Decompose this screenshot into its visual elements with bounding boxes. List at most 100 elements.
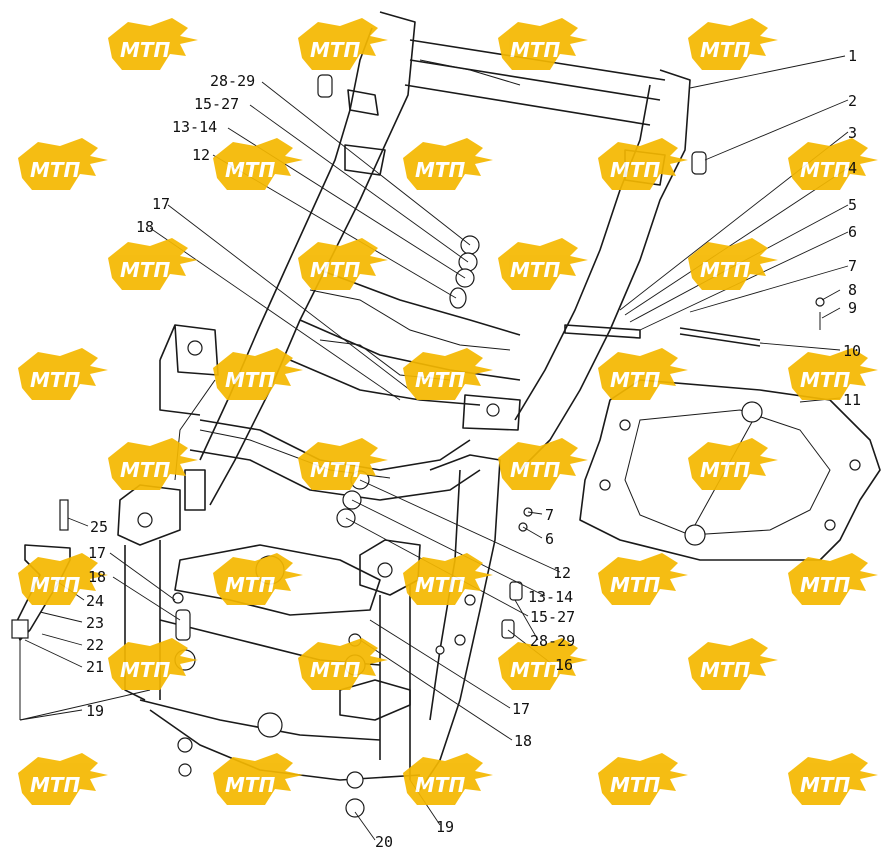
svg-text:МТП: МТП	[510, 38, 561, 62]
callout-23: 23	[86, 614, 104, 632]
callout-25: 25	[90, 518, 108, 536]
mtp-logo-icon: МТП	[788, 753, 878, 805]
callout-6-lower: 6	[545, 530, 554, 548]
svg-text:МТП: МТП	[510, 458, 561, 482]
watermark-layer: МТП МТП МТП МТП МТП МТП МТП МТП МТП МТП МТП МТП МТП М…	[18, 18, 878, 805]
svg-text:МТП: МТП	[610, 158, 661, 182]
mtp-logo-icon: МТП	[498, 238, 588, 290]
svg-text:МТП: МТП	[800, 158, 851, 182]
svg-text:МТП: МТП	[225, 368, 276, 392]
svg-text:МТП: МТП	[415, 573, 466, 597]
svg-text:МТП: МТП	[700, 658, 751, 682]
svg-text:МТП: МТП	[415, 158, 466, 182]
mtp-logo-icon: МТП	[108, 238, 198, 290]
mtp-logo-icon: МТП	[788, 553, 878, 605]
callout-17-mid: 17	[512, 700, 530, 718]
svg-text:МТП: МТП	[310, 258, 361, 282]
callout-7-lower: 7	[545, 506, 554, 524]
callout-5: 5	[848, 196, 857, 214]
callout-28-29-lower: 28-29	[530, 632, 575, 650]
svg-text:МТП: МТП	[700, 38, 751, 62]
mtp-logo-icon: МТП	[403, 553, 493, 605]
mtp-logo-icon: МТП	[18, 753, 108, 805]
svg-text:МТП: МТП	[310, 658, 361, 682]
callout-18-mid: 18	[514, 732, 532, 750]
mtp-logo-icon: МТП	[498, 438, 588, 490]
svg-text:МТП: МТП	[800, 368, 851, 392]
svg-text:МТП: МТП	[225, 573, 276, 597]
mtp-logo-icon: МТП	[108, 438, 198, 490]
callout-11: 11	[843, 391, 861, 409]
svg-text:МТП: МТП	[30, 773, 81, 797]
svg-text:МТП: МТП	[415, 773, 466, 797]
callout-7: 7	[848, 257, 857, 275]
mtp-logo-icon: МТП	[598, 348, 688, 400]
callout-6: 6	[848, 223, 857, 241]
mtp-logo-icon: МТП	[298, 638, 388, 690]
callout-1: 1	[848, 47, 857, 65]
mtp-logo-icon: МТП	[498, 638, 588, 690]
svg-text:МТП: МТП	[120, 658, 171, 682]
mtp-logo-icon: МТП	[18, 138, 108, 190]
callout-16: 16	[555, 656, 573, 674]
callout-19-right: 19	[436, 818, 454, 836]
mtp-logo-icon: МТП	[788, 348, 878, 400]
callout-18-upper: 18	[136, 218, 154, 236]
svg-text:МТП: МТП	[310, 38, 361, 62]
callout-15-27-lower: 15-27	[530, 608, 575, 626]
svg-text:МТП: МТП	[225, 773, 276, 797]
callout-21: 21	[86, 658, 104, 676]
mtp-logo-icon: МТП	[688, 18, 778, 70]
svg-text:МТП: МТП	[700, 258, 751, 282]
callout-17-left: 17	[88, 544, 106, 562]
mtp-logo-icon: МТП	[18, 553, 108, 605]
mtp-logo-icon: МТП	[598, 553, 688, 605]
svg-text:МТП: МТП	[30, 573, 81, 597]
leader-lines	[19, 55, 849, 841]
svg-text:МТП: МТП	[700, 458, 751, 482]
mtp-logo-icon: МТП	[688, 438, 778, 490]
mtp-logo-icon: МТП	[403, 348, 493, 400]
mtp-logo-icon: МТП	[298, 18, 388, 70]
callout-22: 22	[86, 636, 104, 654]
mtp-logo-icon: МТП	[688, 238, 778, 290]
mtp-logo-icon: МТП	[298, 238, 388, 290]
callout-20: 20	[375, 833, 393, 851]
svg-text:МТП: МТП	[610, 368, 661, 392]
mtp-logo-icon: МТП	[213, 348, 303, 400]
callout-labels: 1 2 3 4 5 6 7 8 9 10 11 28-29 15-27 13-1…	[86, 47, 861, 851]
mtp-logo-icon: МТП	[213, 753, 303, 805]
mtp-logo-icon: МТП	[213, 138, 303, 190]
callout-12-lower: 12	[553, 564, 571, 582]
svg-text:МТП: МТП	[800, 573, 851, 597]
mtp-logo-icon: МТП	[598, 138, 688, 190]
mtp-logo-icon: МТП	[498, 18, 588, 70]
mtp-logo-icon: МТП	[18, 348, 108, 400]
hitch-plate	[579, 379, 881, 561]
callout-12-upper: 12	[192, 146, 210, 164]
svg-text:МТП: МТП	[510, 258, 561, 282]
svg-text:МТП: МТП	[30, 158, 81, 182]
callout-19-left: 19	[86, 702, 104, 720]
callout-15-27-upper: 15-27	[194, 95, 239, 113]
callout-18-left: 18	[88, 568, 106, 586]
mtp-logo-icon: МТП	[598, 753, 688, 805]
svg-text:МТП: МТП	[120, 258, 171, 282]
svg-text:МТП: МТП	[800, 773, 851, 797]
callout-13-14-upper: 13-14	[172, 118, 217, 136]
mtp-logo-icon: МТП	[403, 138, 493, 190]
callout-28-29-upper: 28-29	[210, 72, 255, 90]
callout-10: 10	[843, 342, 861, 360]
svg-text:МТП: МТП	[310, 458, 361, 482]
mtp-logo-icon: МТП	[688, 638, 778, 690]
mtp-logo-icon: МТП	[108, 18, 198, 70]
callout-24: 24	[86, 592, 104, 610]
mtp-logo-icon: МТП	[788, 138, 878, 190]
callout-4: 4	[848, 159, 857, 177]
mtp-logo-icon: МТП	[403, 753, 493, 805]
callout-2: 2	[848, 92, 857, 110]
mtp-logo-icon: МТП	[108, 638, 198, 690]
callout-3: 3	[848, 124, 857, 142]
